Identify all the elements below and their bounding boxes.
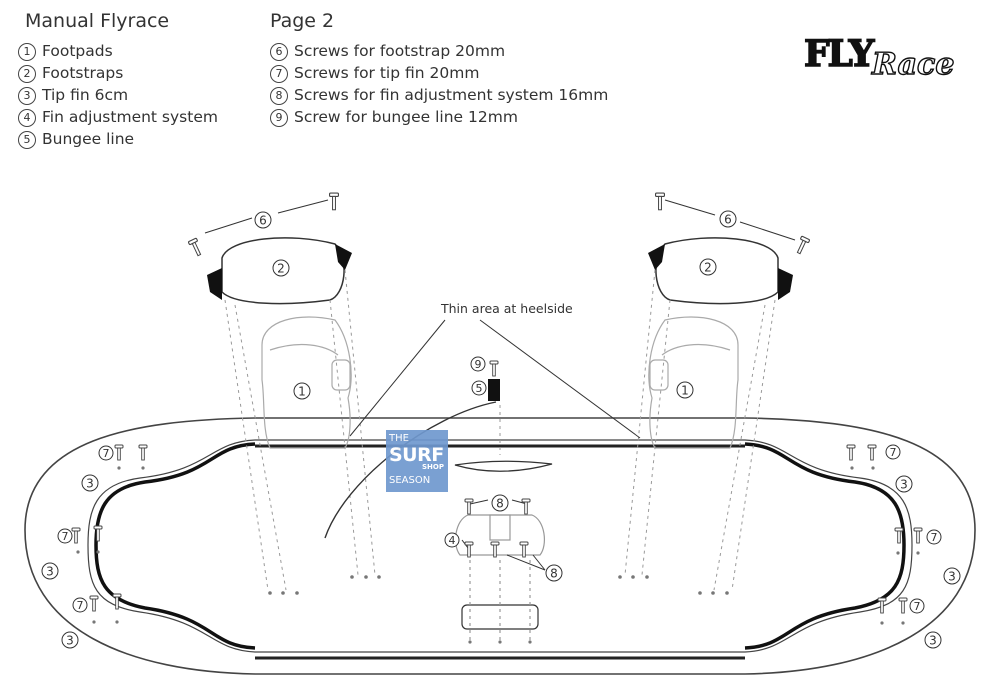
- svg-text:3: 3: [46, 565, 54, 579]
- screws-list: 6 Screws for footstrap 20mm 7 Screws for t…: [270, 40, 608, 128]
- svg-text:8: 8: [496, 497, 504, 511]
- callout-fin-screw: 7: [885, 444, 901, 460]
- svg-text:1: 1: [298, 385, 306, 399]
- watermark-line1: THE: [389, 433, 409, 444]
- callout-strap-screw-left: 6: [254, 211, 272, 229]
- callout-bungee-screw: 9: [470, 356, 486, 372]
- logo-word-fly: FLY: [804, 33, 876, 75]
- svg-text:7: 7: [914, 600, 921, 613]
- watermark-line3: SHOP: [422, 463, 444, 471]
- item-label: Screw for bungee line 12mm: [294, 108, 518, 126]
- item-number: 9: [270, 109, 288, 127]
- svg-text:2: 2: [277, 262, 285, 276]
- svg-text:7: 7: [77, 599, 84, 612]
- svg-text:5: 5: [476, 382, 483, 395]
- item-number: 1: [18, 43, 36, 61]
- item-number: 4: [18, 109, 36, 127]
- screws: [71, 192, 923, 614]
- svg-text:3: 3: [66, 634, 74, 648]
- parts-list-item: 1 Footpads: [18, 40, 218, 62]
- screws-list-item: 9 Screw for bungee line 12mm: [270, 106, 608, 128]
- svg-text:9: 9: [475, 358, 482, 371]
- item-label: Footpads: [42, 42, 113, 60]
- callout-tip-fin: 3: [41, 562, 59, 580]
- item-label: Footstraps: [42, 64, 124, 82]
- callout-footstrap-left: 2: [272, 259, 290, 277]
- item-label: Tip fin 6cm: [42, 86, 129, 104]
- right-footstrap: [648, 237, 793, 305]
- fin-adjustment-system: [454, 514, 546, 642]
- callout-tip-fin: 3: [61, 631, 79, 649]
- callout-fin-screw: 7: [98, 445, 114, 461]
- callout-fin-screw: 7: [926, 529, 942, 545]
- item-label: Bungee line: [42, 130, 135, 148]
- item-number: 6: [270, 43, 288, 61]
- screws-list-item: 8 Screws for fin adjustment system 16mm: [270, 84, 608, 106]
- left-footpad: [261, 316, 352, 449]
- item-number: 3: [18, 87, 36, 105]
- svg-text:3: 3: [86, 477, 94, 491]
- item-number: 8: [270, 87, 288, 105]
- parts-list-item: 4 Fin adjustment system: [18, 106, 218, 128]
- svg-text:1: 1: [681, 384, 689, 398]
- callout-footpad-left: 1: [293, 382, 311, 400]
- callout-footpad-right: 1: [676, 381, 694, 399]
- svg-text:8: 8: [550, 567, 558, 581]
- svg-text:2: 2: [704, 261, 712, 275]
- callout-tip-fin: 3: [81, 474, 99, 492]
- alignment-lines: [224, 269, 776, 591]
- screws-list-item: 6 Screws for footstrap 20mm: [270, 40, 608, 62]
- callout-tip-fin: 3: [895, 475, 913, 493]
- flyrace-logo: FLY Race: [803, 32, 955, 80]
- parts-list: 1 Footpads 2 Footstraps 3 Tip fin 6cm 4 Fin …: [18, 40, 218, 150]
- callout-tip-fin: 3: [924, 631, 942, 649]
- svg-text:4: 4: [449, 534, 456, 547]
- strap-screw-leaders: [204, 199, 796, 241]
- item-number: 5: [18, 131, 36, 149]
- callout-system-screw-top: 8: [491, 494, 509, 512]
- callout-fin-system: 4: [444, 532, 460, 548]
- svg-text:7: 7: [931, 531, 938, 544]
- callout-fin-screw: 7: [72, 597, 88, 613]
- manual-title: Manual Flyrace: [25, 10, 170, 32]
- callout-fin-screw: 7: [909, 598, 925, 614]
- surf-shop-watermark: THE SURF SHOP SEASON: [386, 430, 448, 492]
- svg-text:3: 3: [900, 478, 908, 492]
- item-label: Screws for tip fin 20mm: [294, 64, 480, 82]
- svg-text:3: 3: [929, 634, 937, 648]
- watermark-line4: SEASON: [389, 475, 431, 486]
- item-number: 7: [270, 65, 288, 83]
- watermark-line2: SURF: [389, 444, 444, 466]
- logo-word-race: Race: [871, 47, 954, 80]
- parts-list-item: 3 Tip fin 6cm: [18, 84, 218, 106]
- heelside-label: Thin area at heelside: [440, 301, 573, 316]
- screw-holes: [76, 466, 920, 644]
- item-label: Screws for fin adjustment system 16mm: [294, 86, 609, 104]
- svg-text:7: 7: [103, 447, 110, 460]
- svg-text:3: 3: [948, 570, 956, 584]
- callout-system-screw-bottom: 8: [545, 564, 563, 582]
- callout-strap-screw-right: 6: [719, 210, 737, 228]
- item-number: 2: [18, 65, 36, 83]
- item-label: Screws for footstrap 20mm: [294, 42, 506, 60]
- parts-list-item: 2 Footstraps: [18, 62, 218, 84]
- callout-bungee: 5: [471, 380, 487, 396]
- callout-tip-fin: 3: [943, 567, 961, 585]
- callouts: 6 6 2 2 1 1 9 5 8 8 4 7 7 7 7 7 7 3 3 3 …: [41, 210, 961, 649]
- screws-list-item: 7 Screws for tip fin 20mm: [270, 62, 608, 84]
- item-label: Fin adjustment system: [42, 108, 218, 126]
- callout-footstrap-right: 2: [699, 258, 717, 276]
- heelside-annotation: Thin area at heelside: [349, 301, 641, 439]
- parts-list-item: 5 Bungee line: [18, 128, 218, 150]
- svg-text:6: 6: [259, 214, 267, 228]
- right-footpad: [648, 316, 739, 449]
- svg-text:6: 6: [724, 213, 732, 227]
- callout-fin-screw: 7: [57, 528, 73, 544]
- page-label: Page 2: [270, 10, 335, 32]
- fin-slot: [454, 460, 553, 472]
- svg-text:7: 7: [890, 446, 897, 459]
- kiteboard-outline: [24, 417, 976, 675]
- svg-text:7: 7: [62, 530, 69, 543]
